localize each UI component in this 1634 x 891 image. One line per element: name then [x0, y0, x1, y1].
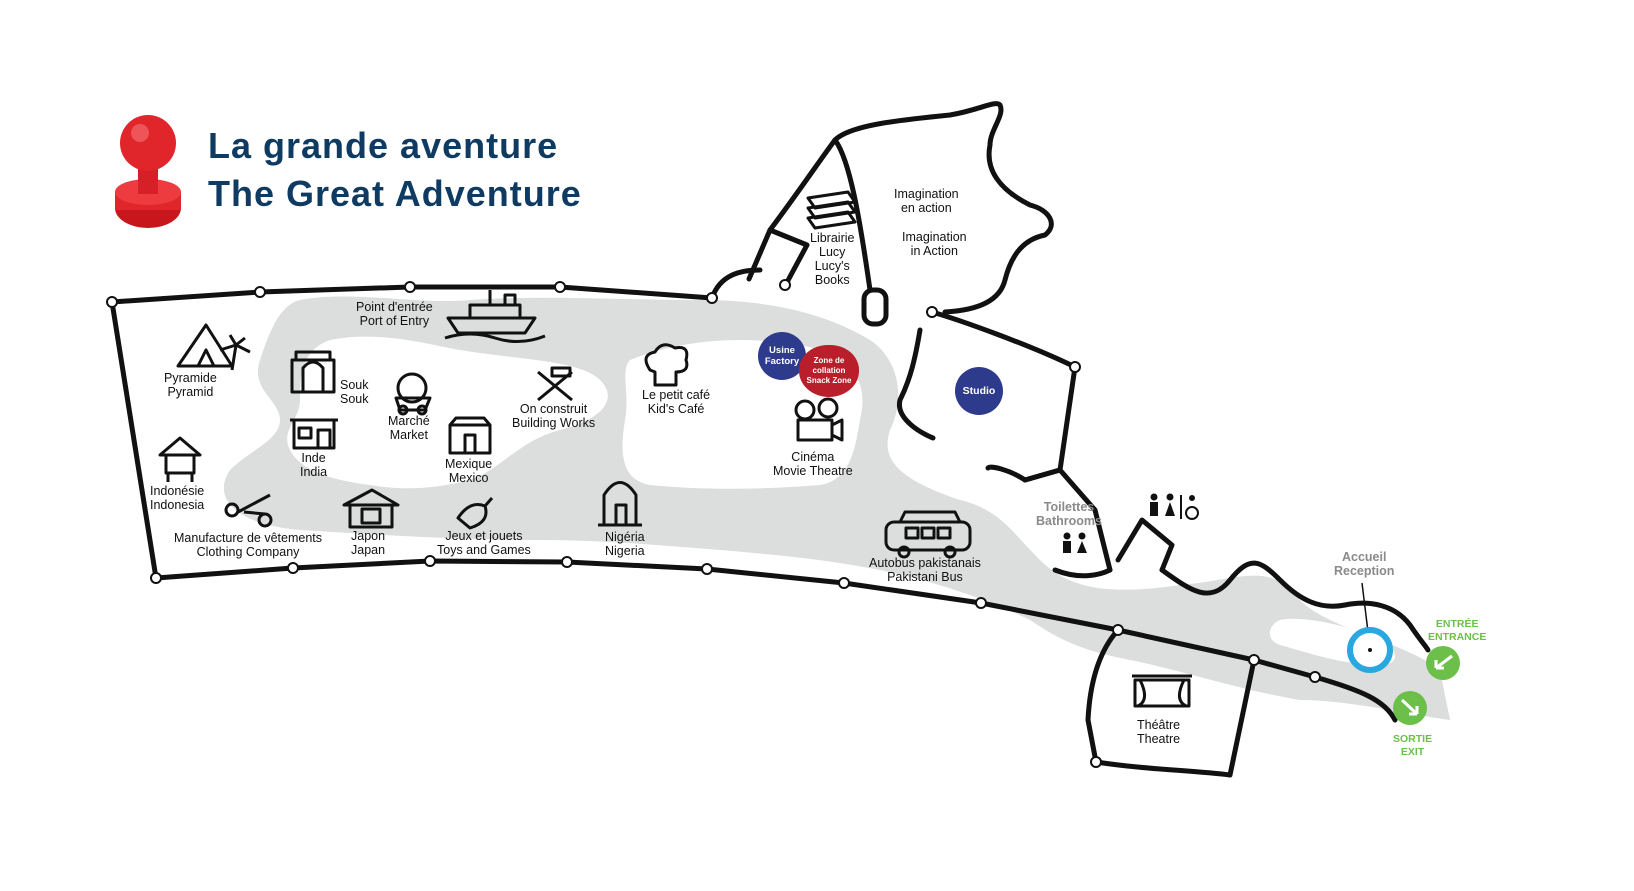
india-house-icon	[290, 418, 338, 450]
mexico-house-icon	[448, 416, 492, 455]
japan-house-icon	[342, 488, 400, 529]
pyramid-icon	[176, 323, 251, 371]
title-english: The Great Adventure	[208, 173, 582, 214]
stilt-house-icon	[158, 436, 202, 482]
projector-icon	[794, 397, 844, 442]
nigeria-hut-icon	[598, 481, 642, 527]
restroom-icon	[1063, 493, 1199, 553]
ship-icon	[444, 290, 546, 343]
books-icon	[806, 190, 857, 230]
bus-icon	[884, 510, 972, 559]
spinning-top-icon	[456, 497, 494, 530]
chef-hat-icon	[644, 343, 689, 387]
stage-icon	[1132, 674, 1192, 708]
wall-nodes	[106, 279, 1321, 768]
map-title: La grande aventure The Great Adventure	[208, 122, 582, 218]
arrow-in-icon[interactable]	[1426, 646, 1460, 680]
tools-icon	[537, 366, 573, 402]
title-french: La grande aventure	[208, 125, 559, 166]
market-icon	[394, 372, 432, 416]
stamp-pin-icon	[115, 115, 181, 228]
souk-icon	[290, 350, 336, 394]
studio-badge[interactable]: Studio	[955, 367, 1003, 415]
reception-marker	[1347, 582, 1393, 673]
scissors-icon	[224, 493, 273, 528]
arrow-out-icon[interactable]	[1393, 691, 1427, 725]
